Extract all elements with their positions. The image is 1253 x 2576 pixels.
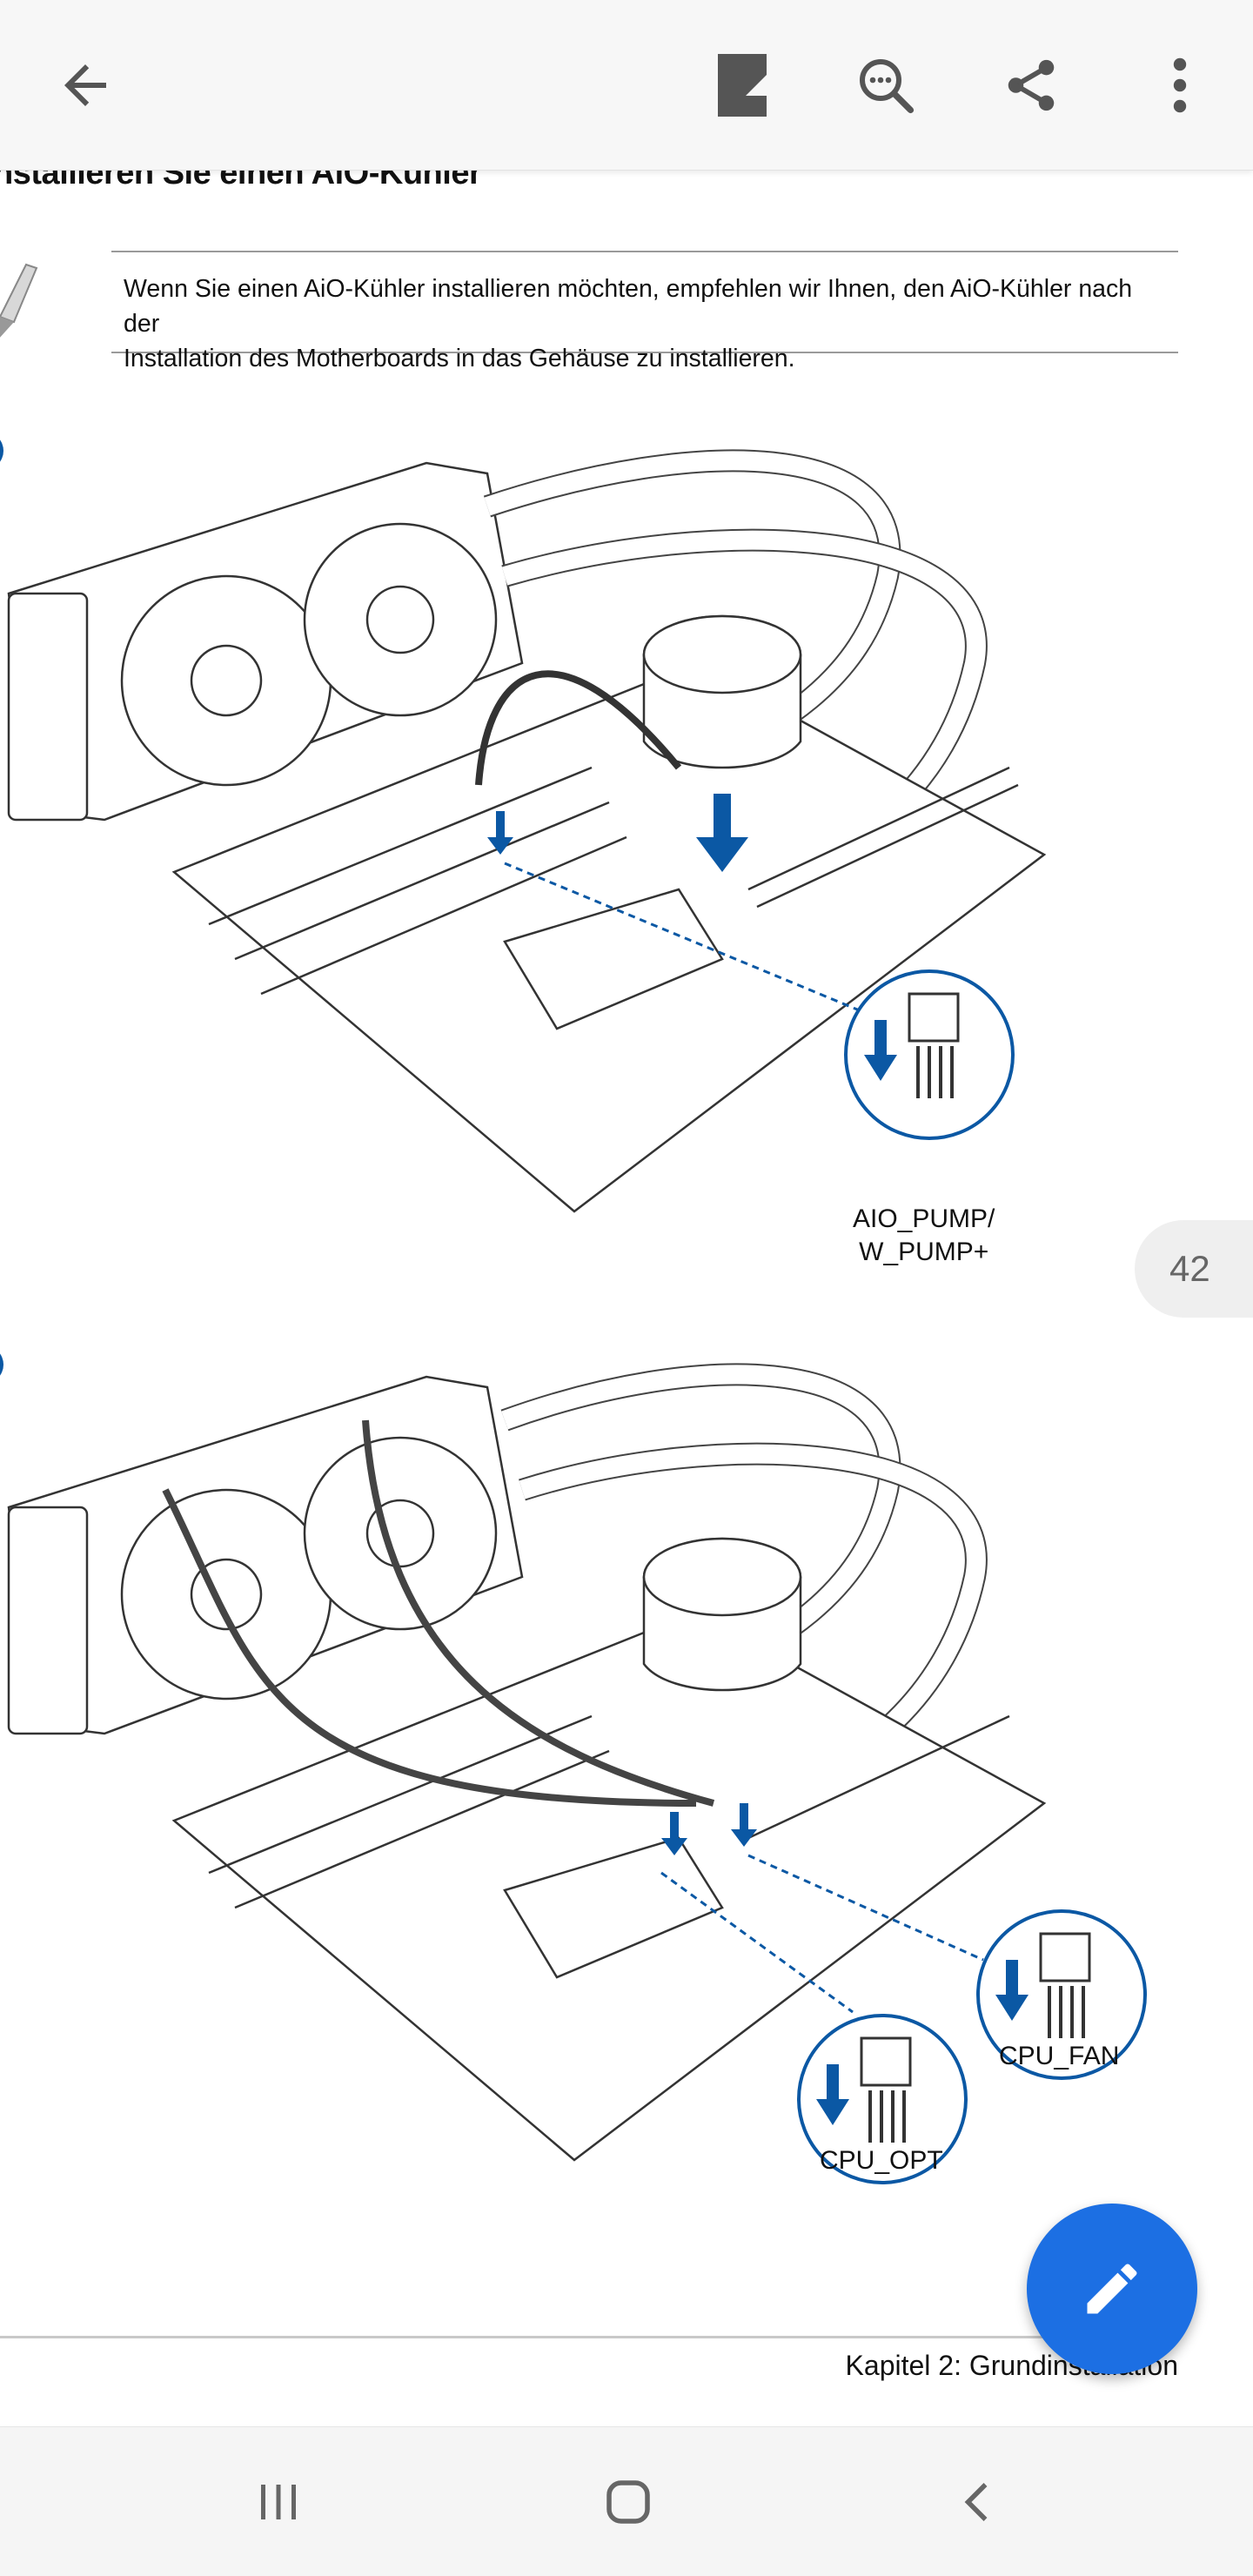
note-pen-icon bbox=[0, 263, 38, 338]
nav-back-button[interactable] bbox=[935, 2459, 1022, 2546]
footer-divider bbox=[0, 2336, 1178, 2338]
system-nav-bar bbox=[0, 2426, 1253, 2576]
note-text-line1: Wenn Sie einen AiO-Kühler installieren m… bbox=[124, 275, 1133, 338]
motherboard-2 bbox=[171, 1610, 1047, 2162]
recents-icon bbox=[261, 2485, 296, 2519]
home-icon bbox=[606, 2480, 650, 2524]
label-aio-pump: AIO_PUMP/ W_PUMP+ bbox=[853, 1204, 995, 1266]
reflow-view-button[interactable] bbox=[699, 42, 786, 129]
search-button[interactable] bbox=[842, 42, 929, 129]
label-cpu-opt: CPU_OPT bbox=[820, 2146, 943, 2175]
aio-pump-illustration bbox=[7, 449, 1047, 1213]
more-vert-icon bbox=[1173, 57, 1187, 113]
share-icon bbox=[1008, 59, 1055, 111]
reflow-icon bbox=[718, 54, 767, 117]
note-text-line2: Installation des Motherboards in das Geh… bbox=[124, 345, 795, 372]
more-options-button[interactable] bbox=[1136, 42, 1223, 129]
cpu-fan-illustration bbox=[7, 1363, 1147, 2184]
note-box: Wenn Sie einen AiO-Kühler installieren m… bbox=[111, 251, 1178, 372]
nav-back-icon bbox=[964, 2483, 988, 2521]
pencil-icon bbox=[1087, 2264, 1137, 2314]
section-title: Installieren Sie einen AiO-Kühler bbox=[0, 171, 482, 191]
document-page[interactable]: Installieren Sie einen AiO-Kühler Wenn S… bbox=[0, 171, 1253, 2426]
back-arrow-icon bbox=[64, 64, 106, 106]
back-button[interactable] bbox=[42, 42, 129, 129]
edit-fab[interactable] bbox=[1027, 2204, 1197, 2374]
app-bar bbox=[0, 0, 1253, 171]
page-number-indicator[interactable]: 42 bbox=[1135, 1220, 1253, 1318]
home-button[interactable] bbox=[585, 2459, 672, 2546]
step-marker-2 bbox=[0, 1345, 3, 1384]
search-icon bbox=[860, 59, 915, 114]
recents-button[interactable] bbox=[235, 2459, 322, 2546]
label-cpu-fan: CPU_FAN bbox=[999, 2042, 1120, 2070]
share-button[interactable] bbox=[988, 42, 1075, 129]
step-marker-1 bbox=[0, 432, 3, 470]
motherboard bbox=[171, 661, 1047, 1213]
